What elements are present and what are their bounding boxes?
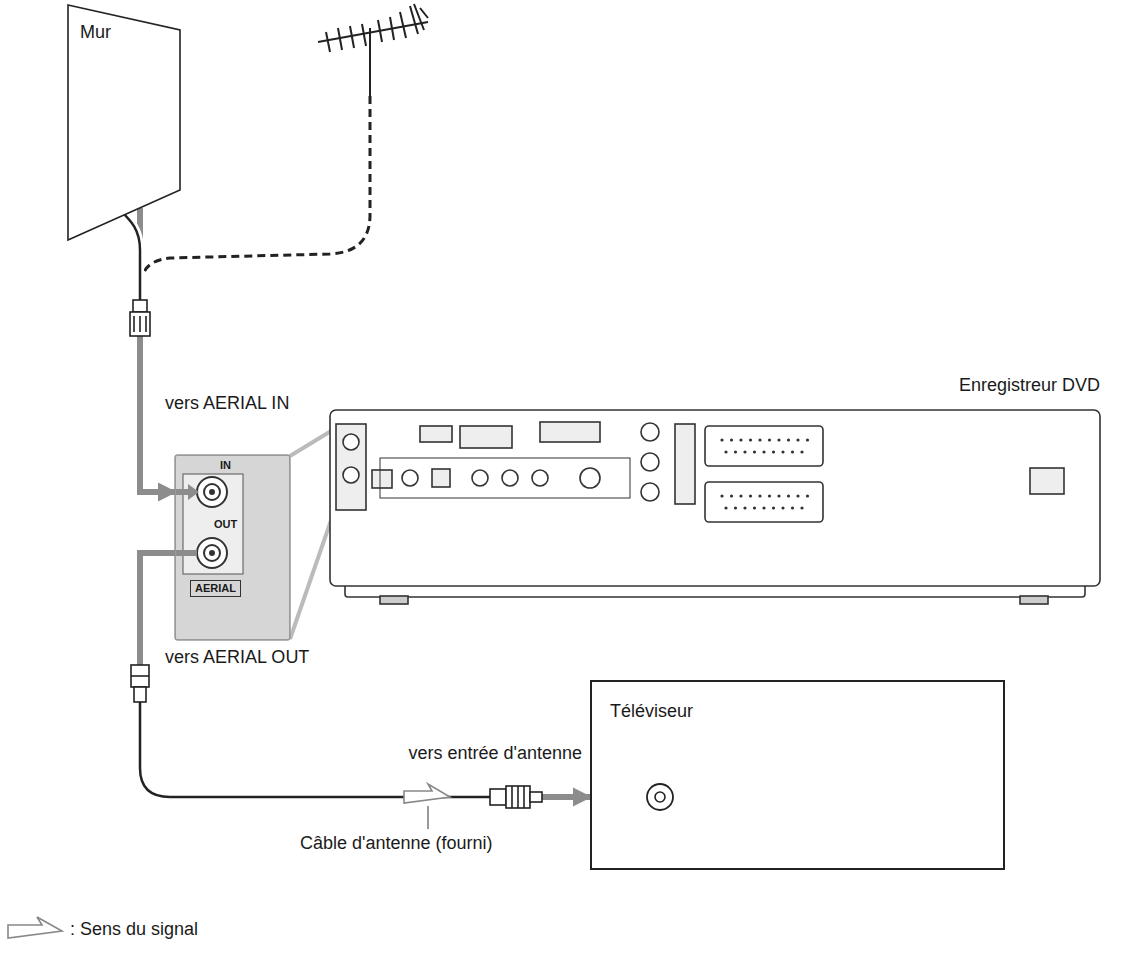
inset-line — [290, 506, 336, 639]
cable-label: vers AERIAL OUT — [165, 646, 309, 668]
aerial-panel-node: IN OUT AERIAL — [175, 455, 290, 640]
coax-cable — [95, 150, 490, 797]
antenna-symbol — [318, 4, 428, 96]
signal-arrow — [404, 784, 450, 803]
wall: Mur — [68, 5, 180, 240]
legend-arrow-symbol — [8, 917, 62, 938]
aerial-panel-face — [183, 474, 243, 574]
coax-connection — [140, 553, 590, 797]
panel-stub — [175, 484, 199, 553]
port-label: IN — [220, 459, 231, 472]
aerial-plug — [130, 300, 542, 808]
port-label: OUT — [214, 518, 237, 531]
scart-pins — [720, 438, 809, 509]
dvd-recorder-node: Enregistreur DVD — [330, 410, 1100, 600]
legend-text: : Sens du signal — [70, 918, 198, 940]
cable-label: vers AERIAL IN — [165, 392, 289, 414]
cable-name: Câble d'antenne (fourni) — [300, 832, 493, 854]
tv-socket — [655, 792, 665, 802]
device-heading: Enregistreur DVD — [959, 374, 1100, 396]
tv-socket — [647, 784, 673, 810]
panel-label: AERIAL — [190, 580, 241, 597]
leader-line — [427, 806, 428, 829]
wall-label: Mur — [80, 21, 111, 43]
inset-line — [290, 428, 336, 456]
tv-box: Téléviseur — [590, 680, 1005, 870]
dvd-recorder — [330, 410, 1100, 604]
tv-label: Téléviseur — [610, 700, 693, 722]
aerial-panel — [175, 455, 290, 640]
coax-connection — [140, 208, 175, 492]
cable-label: vers entrée d'antenne — [408, 742, 582, 764]
